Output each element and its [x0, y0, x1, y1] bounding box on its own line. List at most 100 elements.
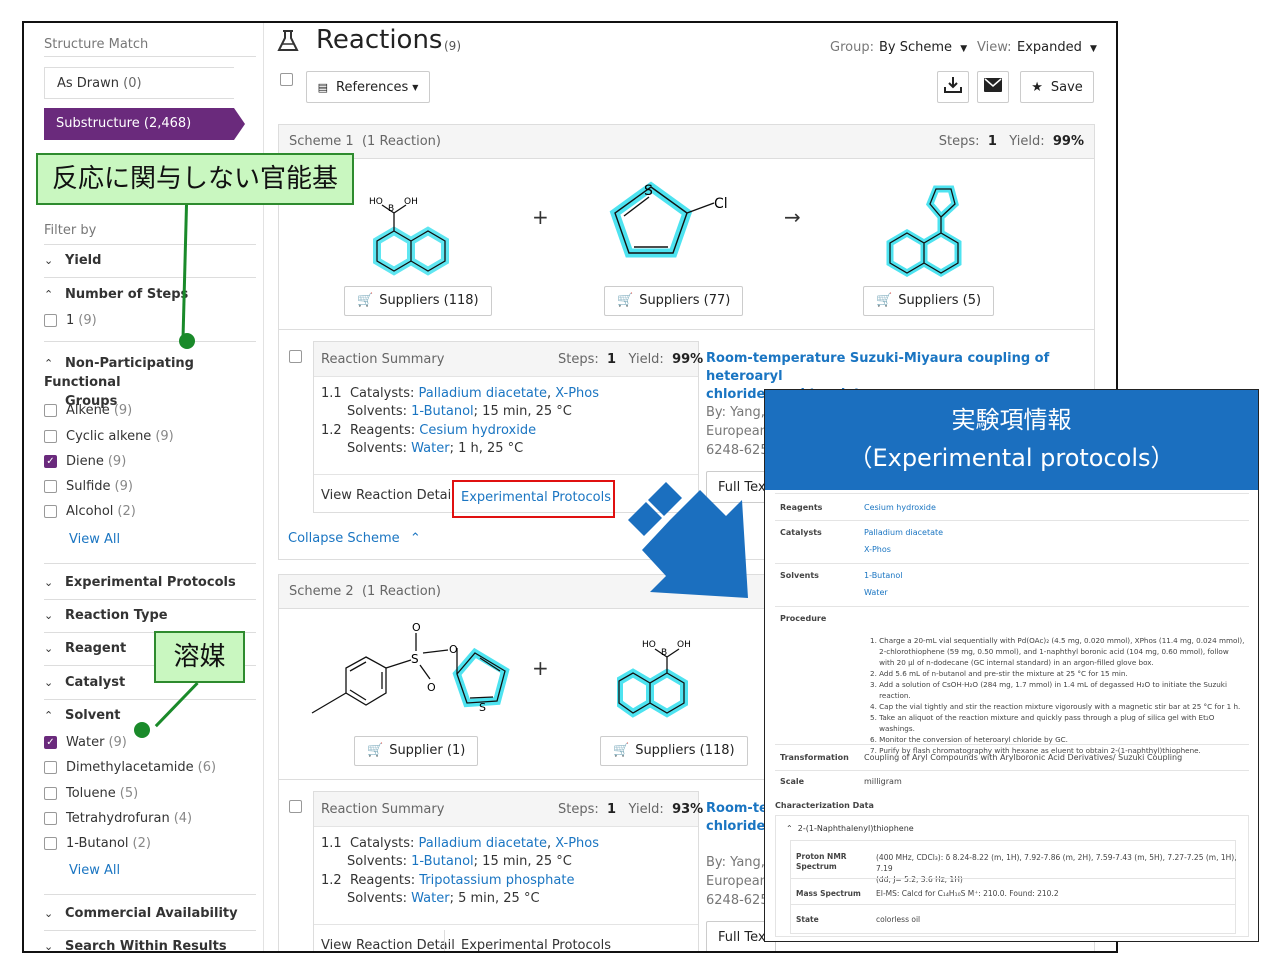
experimental-protocols-link-2[interactable]: Experimental Protocols	[461, 938, 611, 953]
cart-icon: 🛒	[367, 743, 384, 758]
supplier-button-4[interactable]: 🛒Supplier (1)	[354, 736, 479, 766]
char-data-label: Characterization Data	[775, 801, 874, 810]
callout-pointer-dot	[179, 333, 195, 349]
filter-yield[interactable]: ⌄Yield	[44, 253, 102, 268]
substructure-button[interactable]: Substructure (2,468)	[44, 108, 245, 140]
filter-option-alcohol[interactable]: Alcohol(2)	[44, 504, 136, 519]
popup-row-procedure: Procedure 1. Charge a 20-mL vial sequent…	[775, 606, 1249, 755]
filter-option-thf[interactable]: Tetrahydrofuran(4)	[44, 811, 192, 826]
sidebar: Structure Match As Drawn (0) Substructur…	[24, 23, 264, 951]
references-button[interactable]: ▤References▼	[306, 71, 430, 103]
star-icon: ★	[1031, 79, 1043, 95]
experimental-protocols-link[interactable]: Experimental Protocols	[461, 490, 611, 505]
molecule-chlorothiophene: S Cl	[609, 181, 728, 258]
filter-option-toluene[interactable]: Toluene(5)	[44, 786, 138, 801]
compound-toggle[interactable]: ⌃ 2-(1-Naphthalenyl)thiophene	[786, 824, 914, 833]
filter-option-dimethylacetamide[interactable]: Dimethylacetamide(6)	[44, 760, 216, 775]
filter-option-steps-1[interactable]: 1(9)	[44, 313, 97, 328]
structure-match-label: Structure Match	[44, 37, 149, 52]
solvent-link[interactable]: Water	[411, 891, 450, 906]
supplier-button-1[interactable]: 🛒Suppliers (118)	[344, 286, 492, 316]
filter-by-label: Filter by	[44, 223, 97, 238]
reagent-link[interactable]: Cesium hydroxide	[419, 423, 537, 438]
catalyst-link[interactable]: Palladium diacetate	[418, 836, 547, 851]
svg-text:Cl: Cl	[714, 196, 728, 212]
solvent-link[interactable]: 1-Butanol	[411, 854, 474, 869]
svg-text:OH: OH	[404, 197, 418, 207]
solvent-link[interactable]: Water	[411, 441, 450, 456]
svg-text:B: B	[661, 648, 667, 658]
email-button[interactable]	[977, 71, 1009, 103]
chevron-down-icon: ⌄	[44, 576, 54, 589]
view-reaction-detail-link[interactable]: View Reaction Detail	[321, 488, 455, 503]
collapse-scheme-link[interactable]: Collapse Scheme ⌃	[288, 531, 421, 546]
select-all-checkbox[interactable]	[280, 73, 293, 86]
svg-text:HO: HO	[642, 640, 656, 650]
popup-reagent-link[interactable]: Cesium hydroxide	[864, 503, 936, 512]
app-frame: Structure Match As Drawn (0) Substructur…	[22, 21, 1118, 953]
reaction-summary-1: Reaction Summary Steps: 1 Yield: 99% 1.1…	[313, 341, 703, 518]
reagent-link[interactable]: Tripotassium phosphate	[419, 873, 575, 888]
chevron-down-icon: ⌄	[44, 642, 54, 655]
reaction-summary-2: Reaction Summary Steps: 1 Yield: 93% 1.1…	[313, 791, 703, 953]
supplier-button-5[interactable]: 🛒Suppliers (118)	[600, 736, 748, 766]
chevron-down-icon: ⌄	[44, 907, 54, 920]
filter-option-1-butanol[interactable]: 1-Butanol(2)	[44, 836, 151, 851]
as-drawn-button[interactable]: As Drawn (0)	[44, 67, 245, 99]
chevron-down-icon: ⌄	[44, 676, 54, 689]
supplier-button-3[interactable]: 🛒Suppliers (5)	[863, 286, 995, 316]
filter-reaction-type[interactable]: ⌄Reaction Type	[44, 608, 168, 623]
filter-option-sulfide[interactable]: Sulfide(9)	[44, 479, 133, 494]
download-button[interactable]	[937, 71, 969, 103]
filter-option-water[interactable]: ✓Water(9)	[44, 735, 127, 750]
filter-solvent[interactable]: ⌃Solvent	[44, 708, 121, 723]
caret-down-icon: ▼	[1090, 44, 1097, 54]
chevron-up-icon: ⌃	[786, 824, 793, 833]
chevron-up-icon: ⌃	[44, 288, 54, 301]
svg-text:O: O	[449, 643, 458, 656]
molecule-naphthylthiophene	[886, 185, 962, 278]
molecule-naphthylboronic-acid: B HO OH	[369, 197, 449, 276]
char-data-box: ⌃ 2-(1-Naphthalenyl)thiophene Proton NMR…	[775, 815, 1249, 937]
catalyst-link[interactable]: X-Phos	[555, 836, 600, 851]
filter-number-of-steps[interactable]: ⌃Number of Steps	[44, 287, 189, 302]
svg-text:OH: OH	[677, 640, 691, 650]
filter-option-cyclic-alkene[interactable]: Cyclic alkene(9)	[44, 429, 174, 444]
catalyst-link[interactable]: X-Phos	[555, 386, 600, 401]
reaction-1-checkbox[interactable]	[289, 350, 302, 363]
document-icon: ▤	[317, 80, 328, 94]
callout-pointer-dot-2	[134, 722, 150, 738]
solvent-view-all-link[interactable]: View All	[69, 863, 121, 878]
procedure-steps: 1. Charge a 20-mL vial sequentially with…	[870, 636, 1245, 755]
filter-commercial-availability[interactable]: ⌄Commercial Availability	[44, 906, 238, 921]
filter-reagent[interactable]: ⌄Reagent	[44, 641, 127, 656]
cart-icon: 🛒	[613, 743, 630, 758]
molecule-naphthylboronic-acid-2: B HO OH	[617, 640, 691, 718]
view-reaction-detail-link-2[interactable]: View Reaction Detail	[321, 938, 455, 953]
group-select[interactable]: By Scheme ▼	[879, 40, 968, 55]
filter-option-diene[interactable]: ✓Diene(9)	[44, 454, 126, 469]
plus-sign: +	[532, 205, 549, 229]
scheme-1-header: Scheme 1 (1 Reaction) Steps: 1 Yield: 99…	[279, 125, 1094, 159]
svg-text:S: S	[411, 652, 419, 666]
reaction-2-checkbox[interactable]	[289, 800, 302, 813]
callout-solvent: 溶媒	[154, 631, 245, 683]
npfg-view-all-link[interactable]: View All	[69, 532, 121, 547]
supplier-button-2[interactable]: 🛒Suppliers (77)	[604, 286, 744, 316]
filter-catalyst[interactable]: ⌄Catalyst	[44, 675, 126, 690]
filter-option-alkene[interactable]: Alkene(9)	[44, 403, 132, 418]
plus-sign-2: +	[532, 656, 549, 680]
filter-experimental-protocols[interactable]: ⌄Experimental Protocols	[44, 575, 236, 590]
save-button[interactable]: ★Save	[1020, 71, 1094, 103]
solvent-link[interactable]: 1-Butanol	[411, 404, 474, 419]
cart-icon: 🛒	[876, 293, 893, 308]
catalyst-link[interactable]: Palladium diacetate	[418, 386, 547, 401]
view-select[interactable]: Expanded ▼	[1017, 40, 1097, 55]
filter-search-within[interactable]: ⌄Search Within Results	[44, 937, 227, 951]
